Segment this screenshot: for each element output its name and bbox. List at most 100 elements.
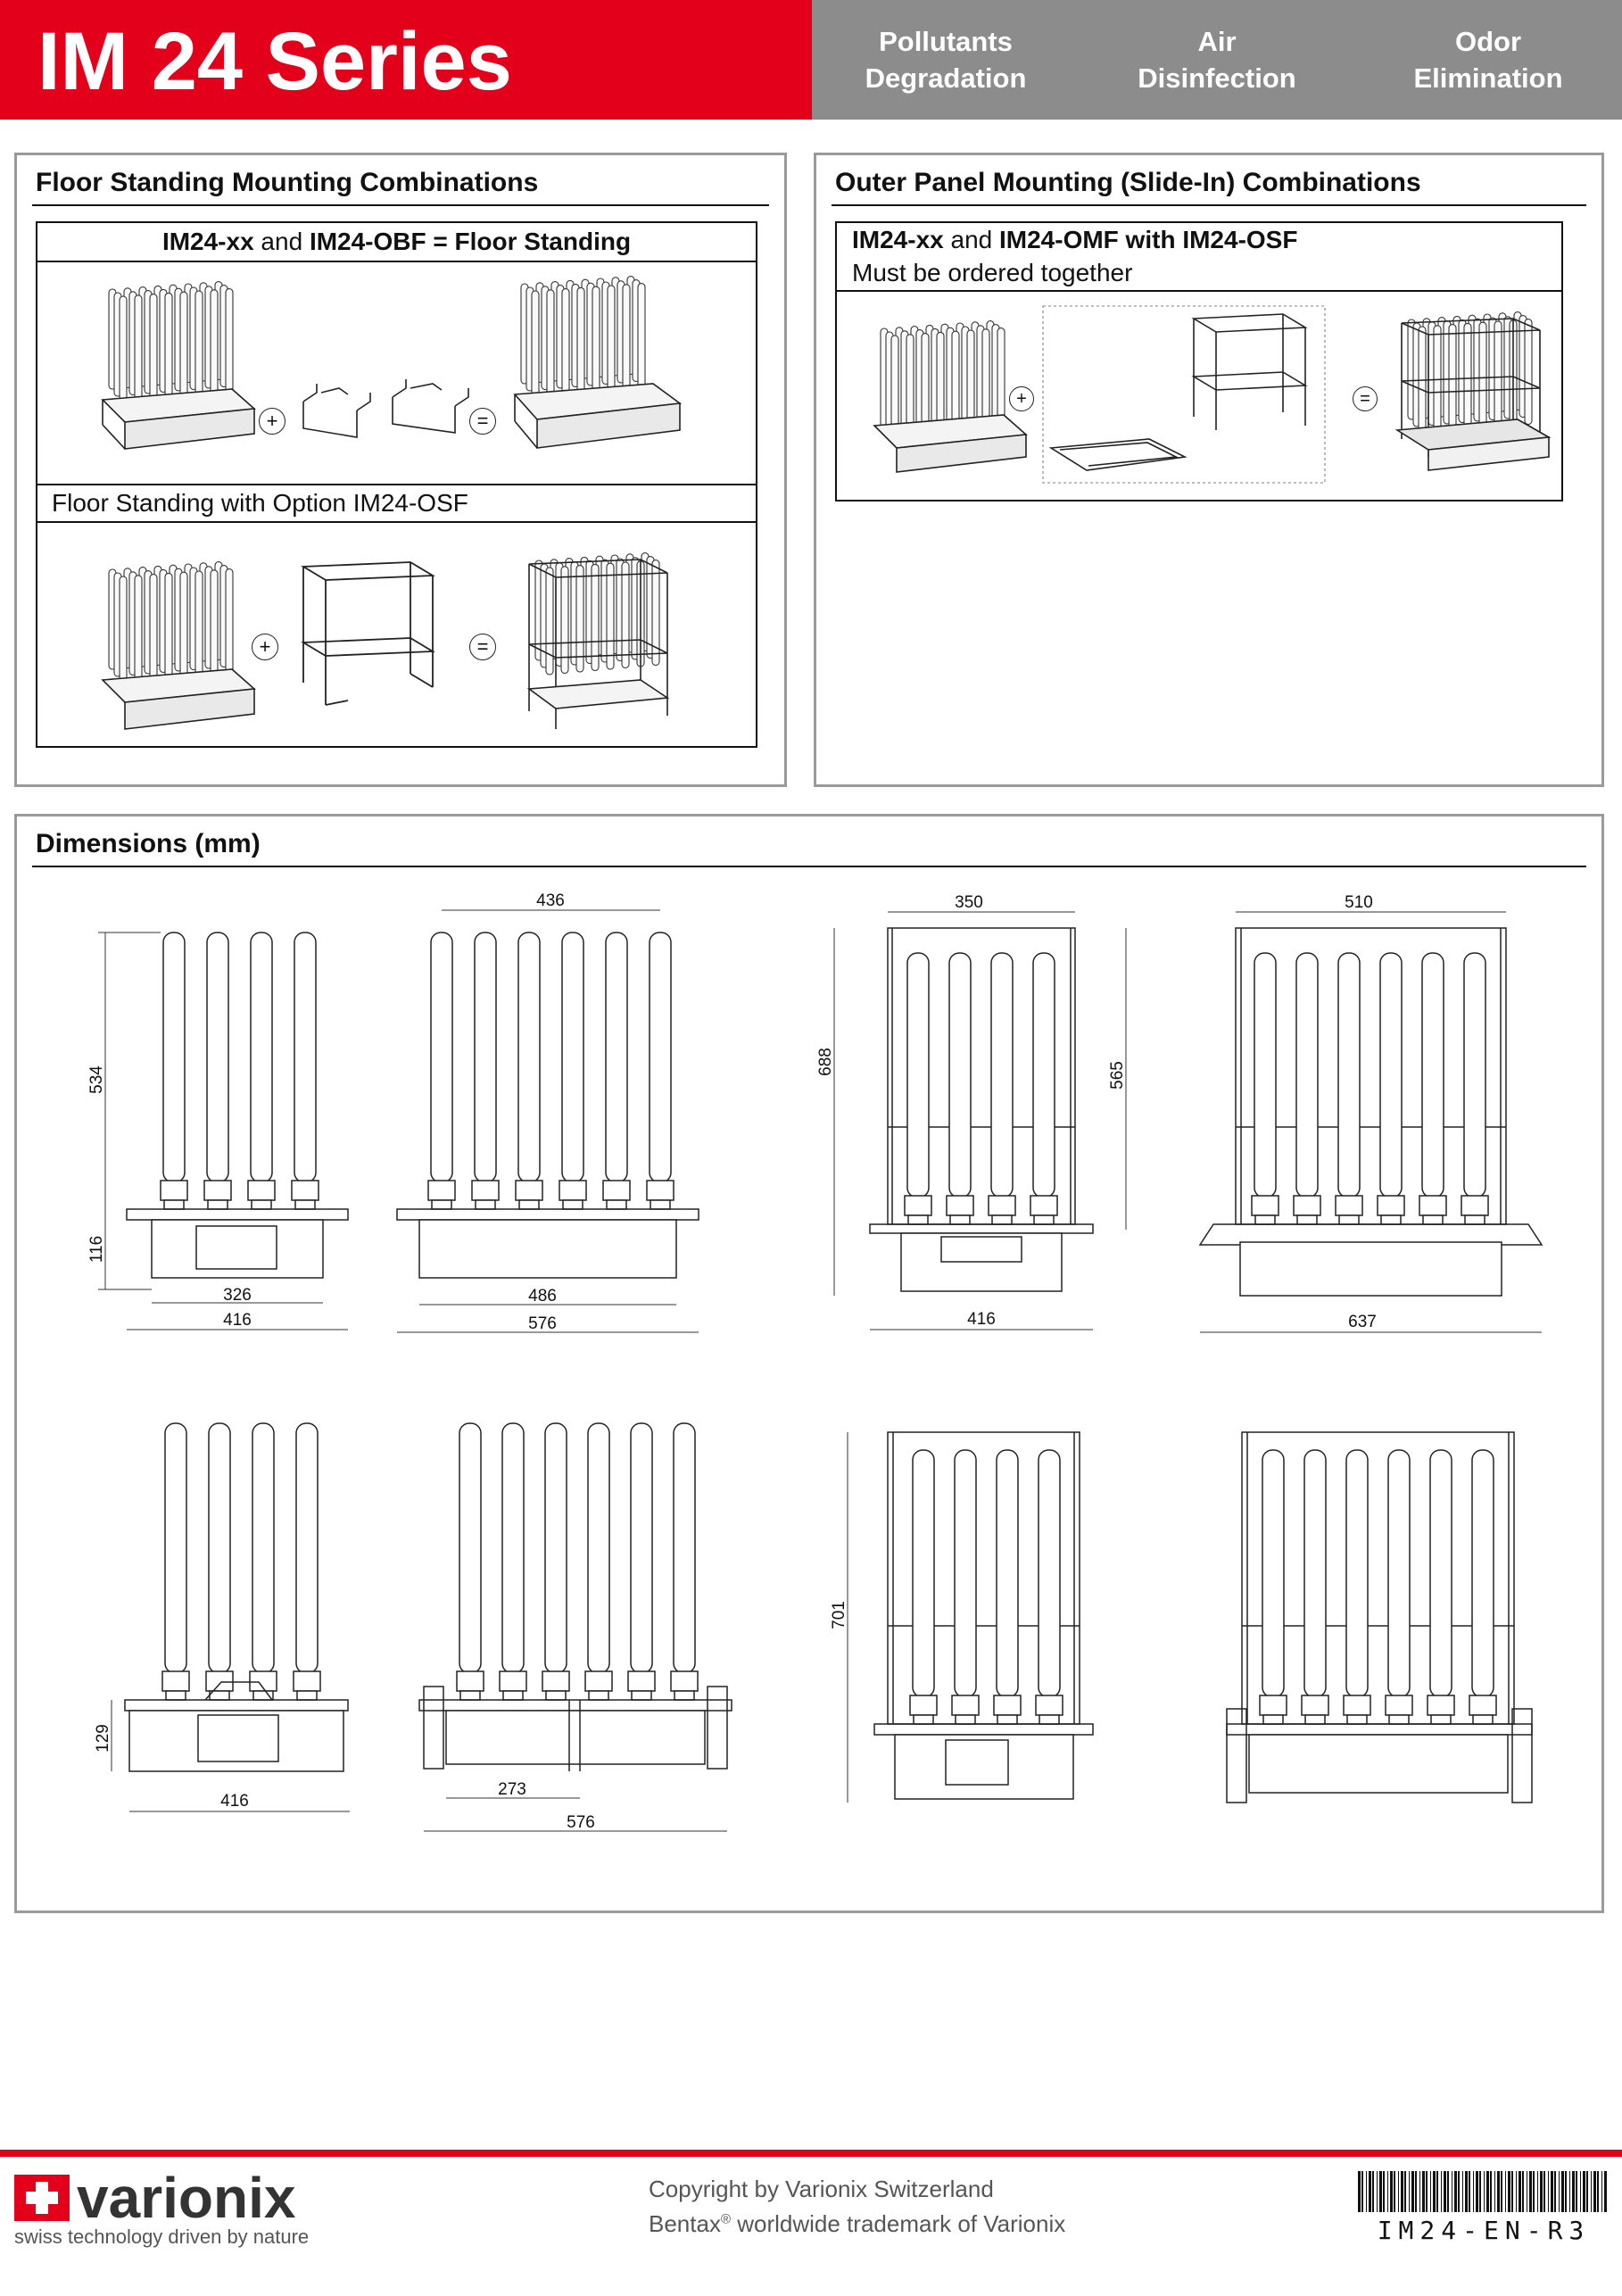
uv-tube [561,932,584,1183]
uv-tube [1032,952,1055,1198]
tube-socket [247,1180,276,1201]
barcode-bar [1458,2171,1460,2212]
barcode-icon [1358,2171,1607,2212]
floor-box1-caption: IM24-xx and IM24-OBF = Floor Standing [161,228,632,255]
tube-socket [1035,1695,1063,1716]
barcode-bar [1358,2171,1361,2212]
tube-base [650,1199,671,1210]
barcode-bar [1394,2171,1395,2212]
barcode-bar [1430,2171,1431,2212]
dimensions-rule [32,866,1586,867]
tube-base [1464,1214,1485,1225]
dim-534: 534 [87,1065,106,1094]
uv-tube [250,932,273,1183]
uv-tube-group [534,552,660,676]
uv-tube [1463,952,1486,1198]
tube-socket [946,1195,974,1216]
uv-tube [649,932,672,1183]
frame-side-view-obf [873,1431,1094,1800]
uv-tube [651,559,660,667]
barcode-bar [1551,2171,1553,2212]
barcode-bar [1473,2171,1474,2212]
uv-tube [606,562,615,670]
barcode-bar [1401,2171,1403,2212]
barcode-bar [1572,2171,1575,2212]
uv-tube [575,565,584,673]
plus-symbol: + [259,408,286,435]
uv-tube [587,1422,610,1674]
uv-tube [430,932,453,1183]
tube-base [997,1714,1018,1725]
equals-symbol-2: = [469,634,496,660]
tube-socket [542,1670,570,1692]
dim-486: 486 [528,1287,557,1305]
tube-socket [499,1670,527,1692]
combo-result-drawing-2 [526,552,670,729]
frame-front-view [1198,927,1543,1297]
tube-base [1039,1714,1060,1725]
uv-tube [621,561,630,669]
tube-socket [993,1695,1022,1716]
tube-base [502,1690,524,1701]
dim-576b: 576 [567,1813,595,1832]
tube-base [251,1199,272,1210]
uv-tube-group [160,932,319,1210]
tube-base [588,1690,609,1701]
barcode-bar [1465,2171,1468,2212]
brand-name: varionix [77,2166,296,2230]
tube-base [913,1714,934,1725]
barcode-bar [1447,2171,1449,2212]
dim-637: 637 [1348,1313,1377,1331]
uv-tube-group [427,932,674,1210]
dimension-lines [98,909,1542,1832]
barcode-bar [1565,2171,1567,2212]
footer-red-line [0,2150,1622,2157]
osf-frame-drawing [300,561,436,706]
tube-socket [602,1180,631,1201]
outer-box-note: Must be ordered together [852,259,1133,286]
outer-panel-rule [832,204,1586,206]
barcode-bar [1604,2171,1607,2212]
barcode-bar [1559,2171,1560,2212]
header-grey-band [812,0,1622,120]
tube-socket [1461,1195,1489,1216]
tube-base [562,1199,583,1210]
combo-unit-drawing-2 [101,561,256,730]
uv-tube [252,1422,275,1674]
barcode-bar [1591,2171,1592,2212]
page-title: IM 24 Series [37,16,512,107]
uv-tube [474,932,497,1183]
uv-tube [630,1422,653,1674]
plus-symbol-2: + [252,634,278,660]
uv-tube [1471,1449,1494,1698]
dim-326: 326 [223,1286,252,1305]
barcode-bar [1441,2171,1442,2212]
uv-tube [544,1422,567,1674]
tube-base [1388,1714,1410,1725]
combo-unit-drawing [101,281,256,450]
tube-base [631,1690,652,1701]
barcode-bar [1377,2171,1378,2212]
tube-socket [1293,1195,1321,1216]
tube-base [1380,1214,1402,1225]
barcode-bar [1540,2171,1543,2212]
dim-416b: 416 [967,1310,996,1329]
barcode-bar [1444,2171,1446,2212]
uv-tube [1038,1449,1061,1698]
barcode-bar [1398,2171,1399,2212]
tube-socket [646,1180,674,1201]
uv-tube [1524,319,1533,426]
tube-base [991,1214,1013,1225]
uv-tube [295,1422,319,1674]
uv-tube [164,1422,187,1674]
copyright-text: Copyright by Varionix Switzerland [649,2176,994,2202]
omf-osf-drawing [1042,305,1326,484]
outer-panel-panel [814,153,1604,787]
plus-symbol-3: + [1009,386,1034,411]
tube-base [518,1199,540,1210]
barcode-bar [1369,2171,1371,2212]
uv-tube [1254,952,1277,1198]
barcode-bar [1576,2171,1577,2212]
tube-socket [584,1670,613,1692]
barcode-bar [1372,2171,1374,2212]
